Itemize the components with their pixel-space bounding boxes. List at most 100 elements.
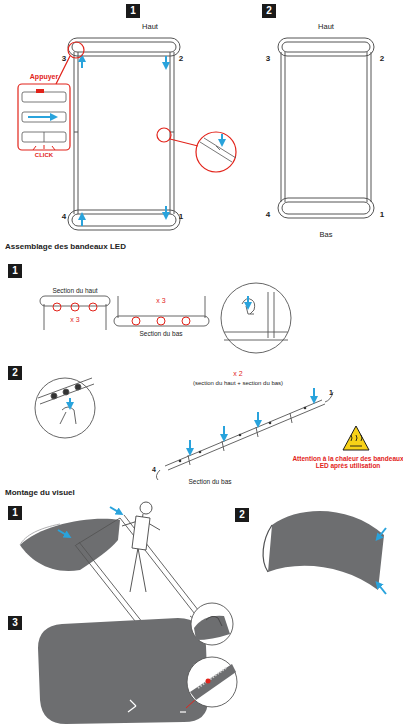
step-number-text: 3 [12,617,18,628]
callout-note: x 3 [156,297,165,305]
blue-arrow [82,56,166,226]
frame-open [68,38,180,56]
tube-detail [22,112,66,122]
led-dot [304,407,307,410]
part-label: Section du bas [139,330,182,337]
blue-arrow [223,426,225,438]
top-section [40,296,110,306]
blue-arrow [221,134,223,143]
part-label: 4 [152,466,156,474]
zip-detail [206,616,222,626]
tube-detail [216,146,220,150]
step-number-text: 2 [266,5,272,16]
frame-closed [278,198,374,218]
part-label: Section du bas [188,478,231,485]
part-label: Haut [318,23,334,31]
fabric-covered-frame [38,618,208,724]
clip-position [71,303,79,311]
zip-detail [191,603,233,645]
blue-arrow [58,507,120,536]
frame-closed [282,202,370,214]
blue-arrow [378,528,386,538]
clip-detail [246,306,254,314]
person [122,502,160,592]
frame-open [72,214,176,226]
blue-arrow [378,528,386,594]
led-dot [239,434,242,437]
step-number: 1 [8,264,22,278]
blue-arrow [81,216,83,226]
fabric-cover [20,524,60,545]
led-strip [156,470,160,480]
led-dot [199,451,202,454]
detail-callout [157,128,171,142]
step-number: 1 [8,506,22,520]
callout-note: Attention à la chaleur des bandeaux LED … [292,455,403,469]
blue-arrow [378,584,386,594]
frame-open [74,52,75,214]
callout-note: x 3 [70,316,79,324]
step-number-text: 1 [12,265,18,276]
blue-arrow [189,440,191,452]
bottom-section [118,296,119,318]
fabric-rolled [268,511,384,590]
part-label: 1 [179,213,183,222]
clip-position [89,303,97,311]
strip-detail [38,378,94,404]
frame-leaning [120,515,202,618]
person [140,502,152,514]
part-label: 3 [62,55,66,64]
person [132,516,150,550]
blue-arrow [257,412,259,424]
callout-note: Appuyer [30,73,58,81]
section-heading: Assemblage des bandeaux LED [5,243,126,252]
detail-callout [170,139,198,146]
clip-detail [224,332,288,340]
part-label: 2 [179,55,183,64]
frame-open [68,210,180,230]
heat-warning-sign [350,435,362,446]
zip-detail [194,616,230,640]
blue-arrow [110,507,120,513]
bottom-section [114,316,209,326]
blue-arrow [58,530,68,536]
led-dot [179,460,182,463]
clip-position [132,317,140,325]
part-label: 2 [380,55,384,64]
clip-detail [221,283,291,353]
strip-detail [60,407,76,424]
tube-detail [200,138,236,162]
part-label: 4 [266,211,270,220]
blue-arrow [247,296,249,306]
part-label: 3 [266,55,270,64]
blue-arrow [313,388,315,400]
step-number-text: 2 [12,367,18,378]
frame-open [78,52,79,214]
heat-warning-sign [343,426,369,450]
strip-detail [63,389,69,395]
section-heading: Montage du visuel [5,489,75,498]
callout-note: CLICK [35,152,53,159]
part-label: 1 [380,211,384,220]
frame-open [174,52,175,214]
clip-position [53,303,97,311]
fabric-cover [20,519,120,571]
blue-arrow [190,388,314,452]
frame-closed [281,52,282,202]
frame-closed [371,52,372,202]
tube-detail [44,132,45,142]
detail-callout [18,84,70,150]
step-number-text: 1 [12,507,18,518]
part-label: 4 [62,213,66,222]
part-label: (section du haut + section du bas) [193,380,283,387]
step-number: 3 [8,616,22,630]
blue-arrow [69,398,71,406]
led-dot [179,407,307,463]
part-label: Bas [320,231,333,239]
zip-detail [198,668,226,688]
blue-arrow [165,56,167,66]
bottom-section [114,296,209,326]
blue-arrow [28,116,54,118]
